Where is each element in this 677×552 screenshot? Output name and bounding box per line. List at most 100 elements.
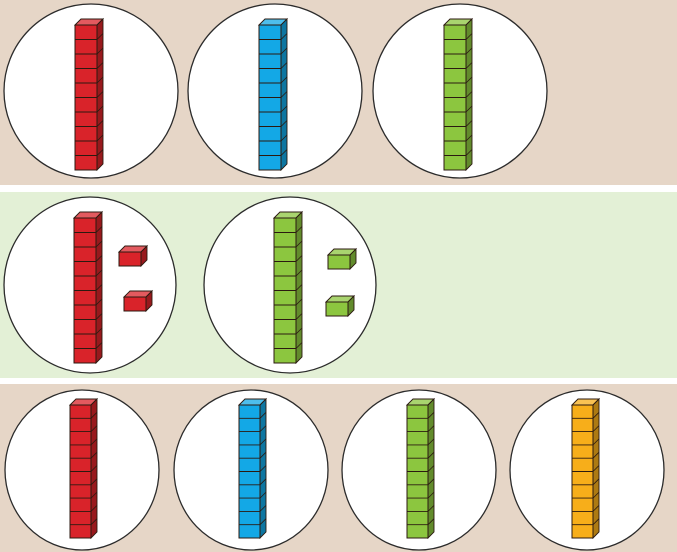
unit-cube-side-line: [90, 518, 98, 525]
red-unit-cube: [122, 289, 154, 313]
unit-cube-side-line: [96, 149, 104, 156]
unit-cube-side-line: [465, 76, 473, 84]
row-3-group-4: [509, 389, 665, 551]
row-2: [3, 196, 377, 374]
unit-cube-side-line: [427, 518, 435, 525]
unit-cube-side-line: [280, 120, 288, 127]
unit-cube-side-line: [295, 269, 303, 277]
unit-cube-side-line: [90, 451, 98, 459]
red-ten-rod: [73, 17, 105, 172]
unit-cube-side-line: [592, 478, 600, 486]
unit-cube-side-line: [259, 465, 267, 472]
unit-cube-side-line: [465, 134, 473, 142]
unit-cube-side-line: [280, 62, 288, 69]
unit-cube-side-line: [280, 134, 288, 142]
unit-cube-side-line: [90, 491, 98, 499]
unit-cube-side-line: [96, 105, 104, 113]
unit-cube-side-line: [259, 451, 267, 459]
unit-cube-side-line: [427, 491, 435, 499]
unit-cube-side-line: [259, 505, 267, 512]
unit-cube-side-line: [280, 91, 288, 98]
red-ten-rod: [72, 210, 104, 365]
unit-cube-side-line: [592, 505, 600, 512]
unit-cube-side-line: [592, 438, 600, 446]
unit-cube-side-line: [96, 134, 104, 142]
blue-ten-rod: [257, 17, 289, 172]
unit-cube-side-line: [280, 47, 288, 55]
row-1-group-1: [3, 3, 179, 179]
red-ten-rod: [68, 397, 99, 540]
unit-cube-side-line: [427, 412, 435, 419]
unit-cube-side-line: [95, 226, 103, 233]
unit-cube-side-line: [465, 47, 473, 55]
unit-cube-side-line: [96, 91, 104, 98]
unit-cube-side-line: [95, 269, 103, 277]
unit-cube-side-line: [90, 478, 98, 486]
unit-cube-side-line: [465, 62, 473, 69]
unit-cube-side-line: [259, 491, 267, 499]
row-3: [4, 389, 665, 551]
unit-cube-side-line: [427, 451, 435, 459]
green-ten-rod: [442, 17, 474, 172]
unit-cube-side-line: [465, 91, 473, 98]
unit-cube-side-line: [427, 438, 435, 446]
unit-cube-side-line: [295, 240, 303, 248]
unit-cube-side-line: [95, 327, 103, 335]
green-ten-rod: [272, 210, 304, 365]
unit-cube-side-line: [427, 465, 435, 472]
unit-cube-side-line: [427, 478, 435, 486]
unit-cube-side-line: [295, 327, 303, 335]
unit-cube-side-line: [280, 76, 288, 84]
unit-cube-side-line: [295, 298, 303, 306]
unit-cube-side-line: [295, 255, 303, 262]
red-unit-cube: [117, 244, 149, 268]
unit-cube-side-line: [90, 425, 98, 432]
row-2-group-1: [3, 196, 177, 374]
unit-cube-side-line: [95, 342, 103, 349]
unit-cube-side-line: [259, 438, 267, 446]
row-3-group-3: [341, 389, 497, 551]
unit-cube-side-line: [465, 120, 473, 127]
unit-cube-side-line: [592, 412, 600, 419]
unit-cube-side-line: [259, 518, 267, 525]
yellow-ten-rod: [570, 397, 601, 540]
row-1-group-3: [372, 3, 548, 179]
unit-cube-side-line: [592, 451, 600, 459]
unit-cube-side-line: [96, 47, 104, 55]
unit-cube-side-line: [96, 120, 104, 127]
row-3-group-1: [4, 389, 160, 551]
unit-cube-side-line: [90, 465, 98, 472]
cube-front-face: [118, 251, 142, 267]
cube-front-face: [325, 301, 349, 317]
unit-cube-side-line: [90, 438, 98, 446]
unit-cube-side-line: [280, 33, 288, 40]
unit-cube-side-line: [95, 255, 103, 262]
unit-cube-side-line: [592, 491, 600, 499]
blue-ten-rod: [237, 397, 268, 540]
unit-cube-side-line: [90, 505, 98, 512]
row-1: [3, 3, 548, 179]
unit-cube-side-line: [295, 313, 303, 320]
green-unit-cube: [326, 247, 358, 271]
unit-cube-side-line: [427, 505, 435, 512]
unit-cube-side-line: [592, 465, 600, 472]
green-ten-rod: [405, 397, 436, 540]
unit-cube-side-line: [465, 33, 473, 40]
cube-front-face: [123, 296, 147, 312]
unit-cube-side-line: [90, 412, 98, 419]
unit-cube-side-line: [465, 149, 473, 156]
row-3-group-2: [173, 389, 329, 551]
unit-cube-side-line: [96, 76, 104, 84]
unit-cube-side-line: [95, 298, 103, 306]
unit-cube-side-line: [280, 105, 288, 113]
unit-cube-side-line: [280, 149, 288, 156]
unit-cube-side-line: [295, 226, 303, 233]
unit-cube-side-line: [259, 425, 267, 432]
row-1-group-2: [187, 3, 363, 179]
unit-cube-side-line: [465, 105, 473, 113]
cube-front-face: [327, 254, 351, 270]
unit-cube-side-line: [295, 284, 303, 291]
unit-cube-side-line: [592, 425, 600, 432]
unit-cube-side-line: [295, 342, 303, 349]
